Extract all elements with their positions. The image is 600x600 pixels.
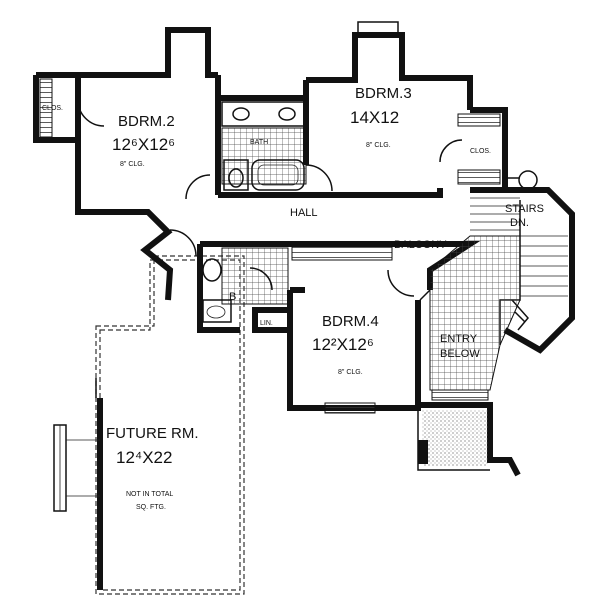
- bedroom3-size: 14X12: [350, 108, 399, 127]
- closet-right-label: CLOS.: [470, 148, 491, 155]
- future-room-note1: NOT IN TOTAL: [126, 491, 173, 498]
- hall-label: HALL: [290, 207, 318, 219]
- balcony-label: BALCONY: [394, 239, 447, 251]
- bath2-mark: B: [229, 291, 236, 303]
- bedroom3-name: BDRM.3: [355, 85, 412, 102]
- stairs-label-line1: STAIRS: [505, 203, 544, 215]
- bedroom4-size: 12²X12⁶: [312, 335, 374, 354]
- bedroom2-size: 12⁶X12⁶: [112, 135, 175, 154]
- future-room-note2: SQ. FTG.: [136, 504, 166, 511]
- bath-label: BATH: [250, 139, 268, 146]
- bedroom3-ceiling: 8" CLG.: [366, 142, 391, 149]
- entry-below: [417, 235, 521, 477]
- entry-label-line2: BELOW: [440, 348, 480, 360]
- bedroom4-walls: [287, 269, 421, 414]
- bath2-linen: [197, 244, 293, 333]
- bedroom2-walls: [33, 27, 221, 301]
- bedroom2-ceiling: 8" CLG.: [120, 161, 145, 168]
- closet-left-label: CLOS.: [42, 105, 63, 112]
- future-room-size: 12⁴X22: [116, 448, 172, 467]
- bedroom4-ceiling: 8" CLG.: [338, 369, 363, 376]
- bedroom2-name: BDRM.2: [118, 113, 175, 130]
- bedroom4-name: BDRM.4: [322, 313, 379, 330]
- entry-label-line1: ENTRY: [440, 333, 478, 345]
- bath-area: [218, 95, 312, 198]
- stairs-label-line2: DN.: [510, 217, 529, 229]
- linen-label: LIN.: [260, 320, 273, 327]
- future-room-name: FUTURE RM.: [106, 425, 199, 442]
- bedroom3-walls: [303, 21, 538, 198]
